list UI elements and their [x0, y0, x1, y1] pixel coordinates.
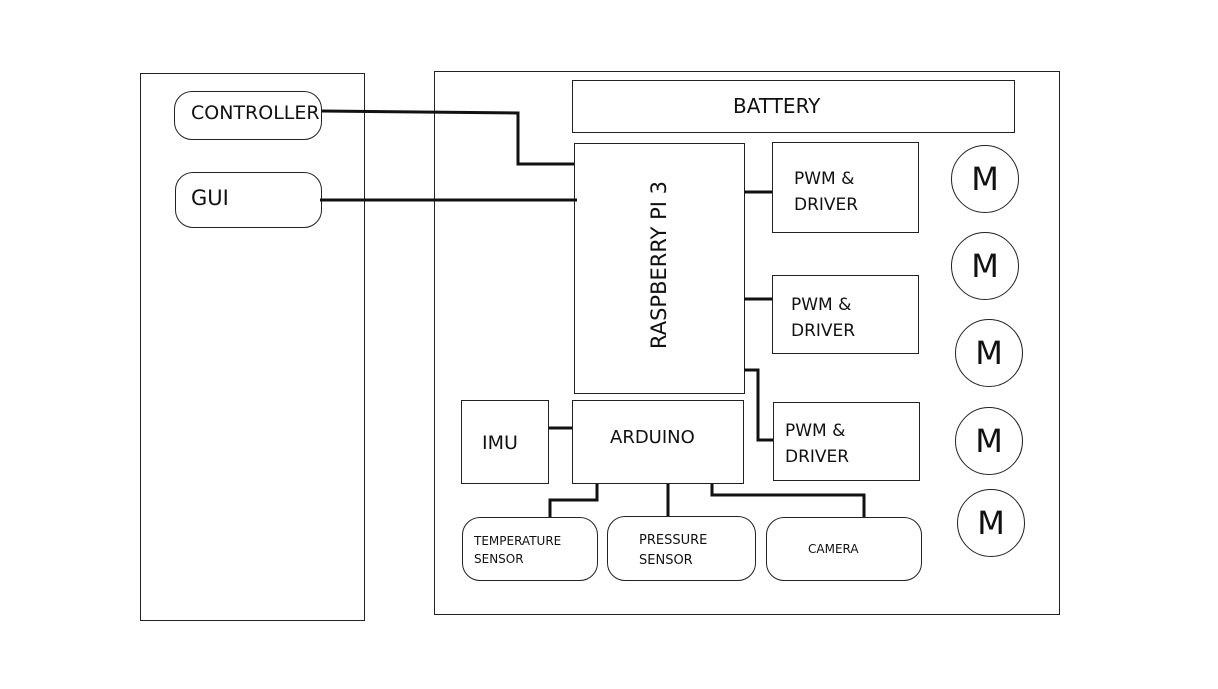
pwm-driver-block-3 [773, 402, 920, 481]
left-panel [140, 73, 365, 621]
temperature-sensor-block [462, 517, 598, 581]
pwm-driver-block-1 [772, 142, 919, 233]
pressure-sensor-block [607, 516, 756, 581]
raspberry-pi-label: RASPBERRY PI 3 [647, 181, 671, 350]
gui-label: GUI [191, 186, 229, 210]
pwm-driver-label-1: PWM & DRIVER [794, 169, 859, 215]
imu-label: IMU [482, 432, 518, 454]
temperature-sensor-label: TEMPERATURE SENSOR [474, 534, 562, 566]
pwm-driver-block-2 [772, 275, 919, 354]
camera-block [766, 517, 922, 581]
pwm-driver-label-2: PWM & DRIVER [791, 295, 856, 341]
arduino-block [572, 400, 744, 484]
controller-label: CONTROLLER [191, 102, 320, 124]
camera-label: CAMERA [808, 542, 859, 556]
battery-block [572, 80, 1015, 133]
battery-label: BATTERY [733, 94, 821, 118]
arduino-label: ARDUINO [610, 427, 695, 448]
motor-4: M [955, 407, 1023, 475]
gui-block [175, 172, 322, 228]
controller-block [174, 91, 322, 140]
pwm-driver-label-3: PWM & DRIVER [785, 421, 850, 467]
motor-1: M [951, 145, 1019, 213]
imu-block [461, 400, 549, 484]
motor-5: M [957, 489, 1025, 557]
raspberry-pi-block [574, 143, 745, 394]
motor-3: M [955, 319, 1023, 387]
pressure-sensor-label: PRESSURE SENSOR [639, 533, 708, 568]
motor-2: M [951, 232, 1019, 300]
